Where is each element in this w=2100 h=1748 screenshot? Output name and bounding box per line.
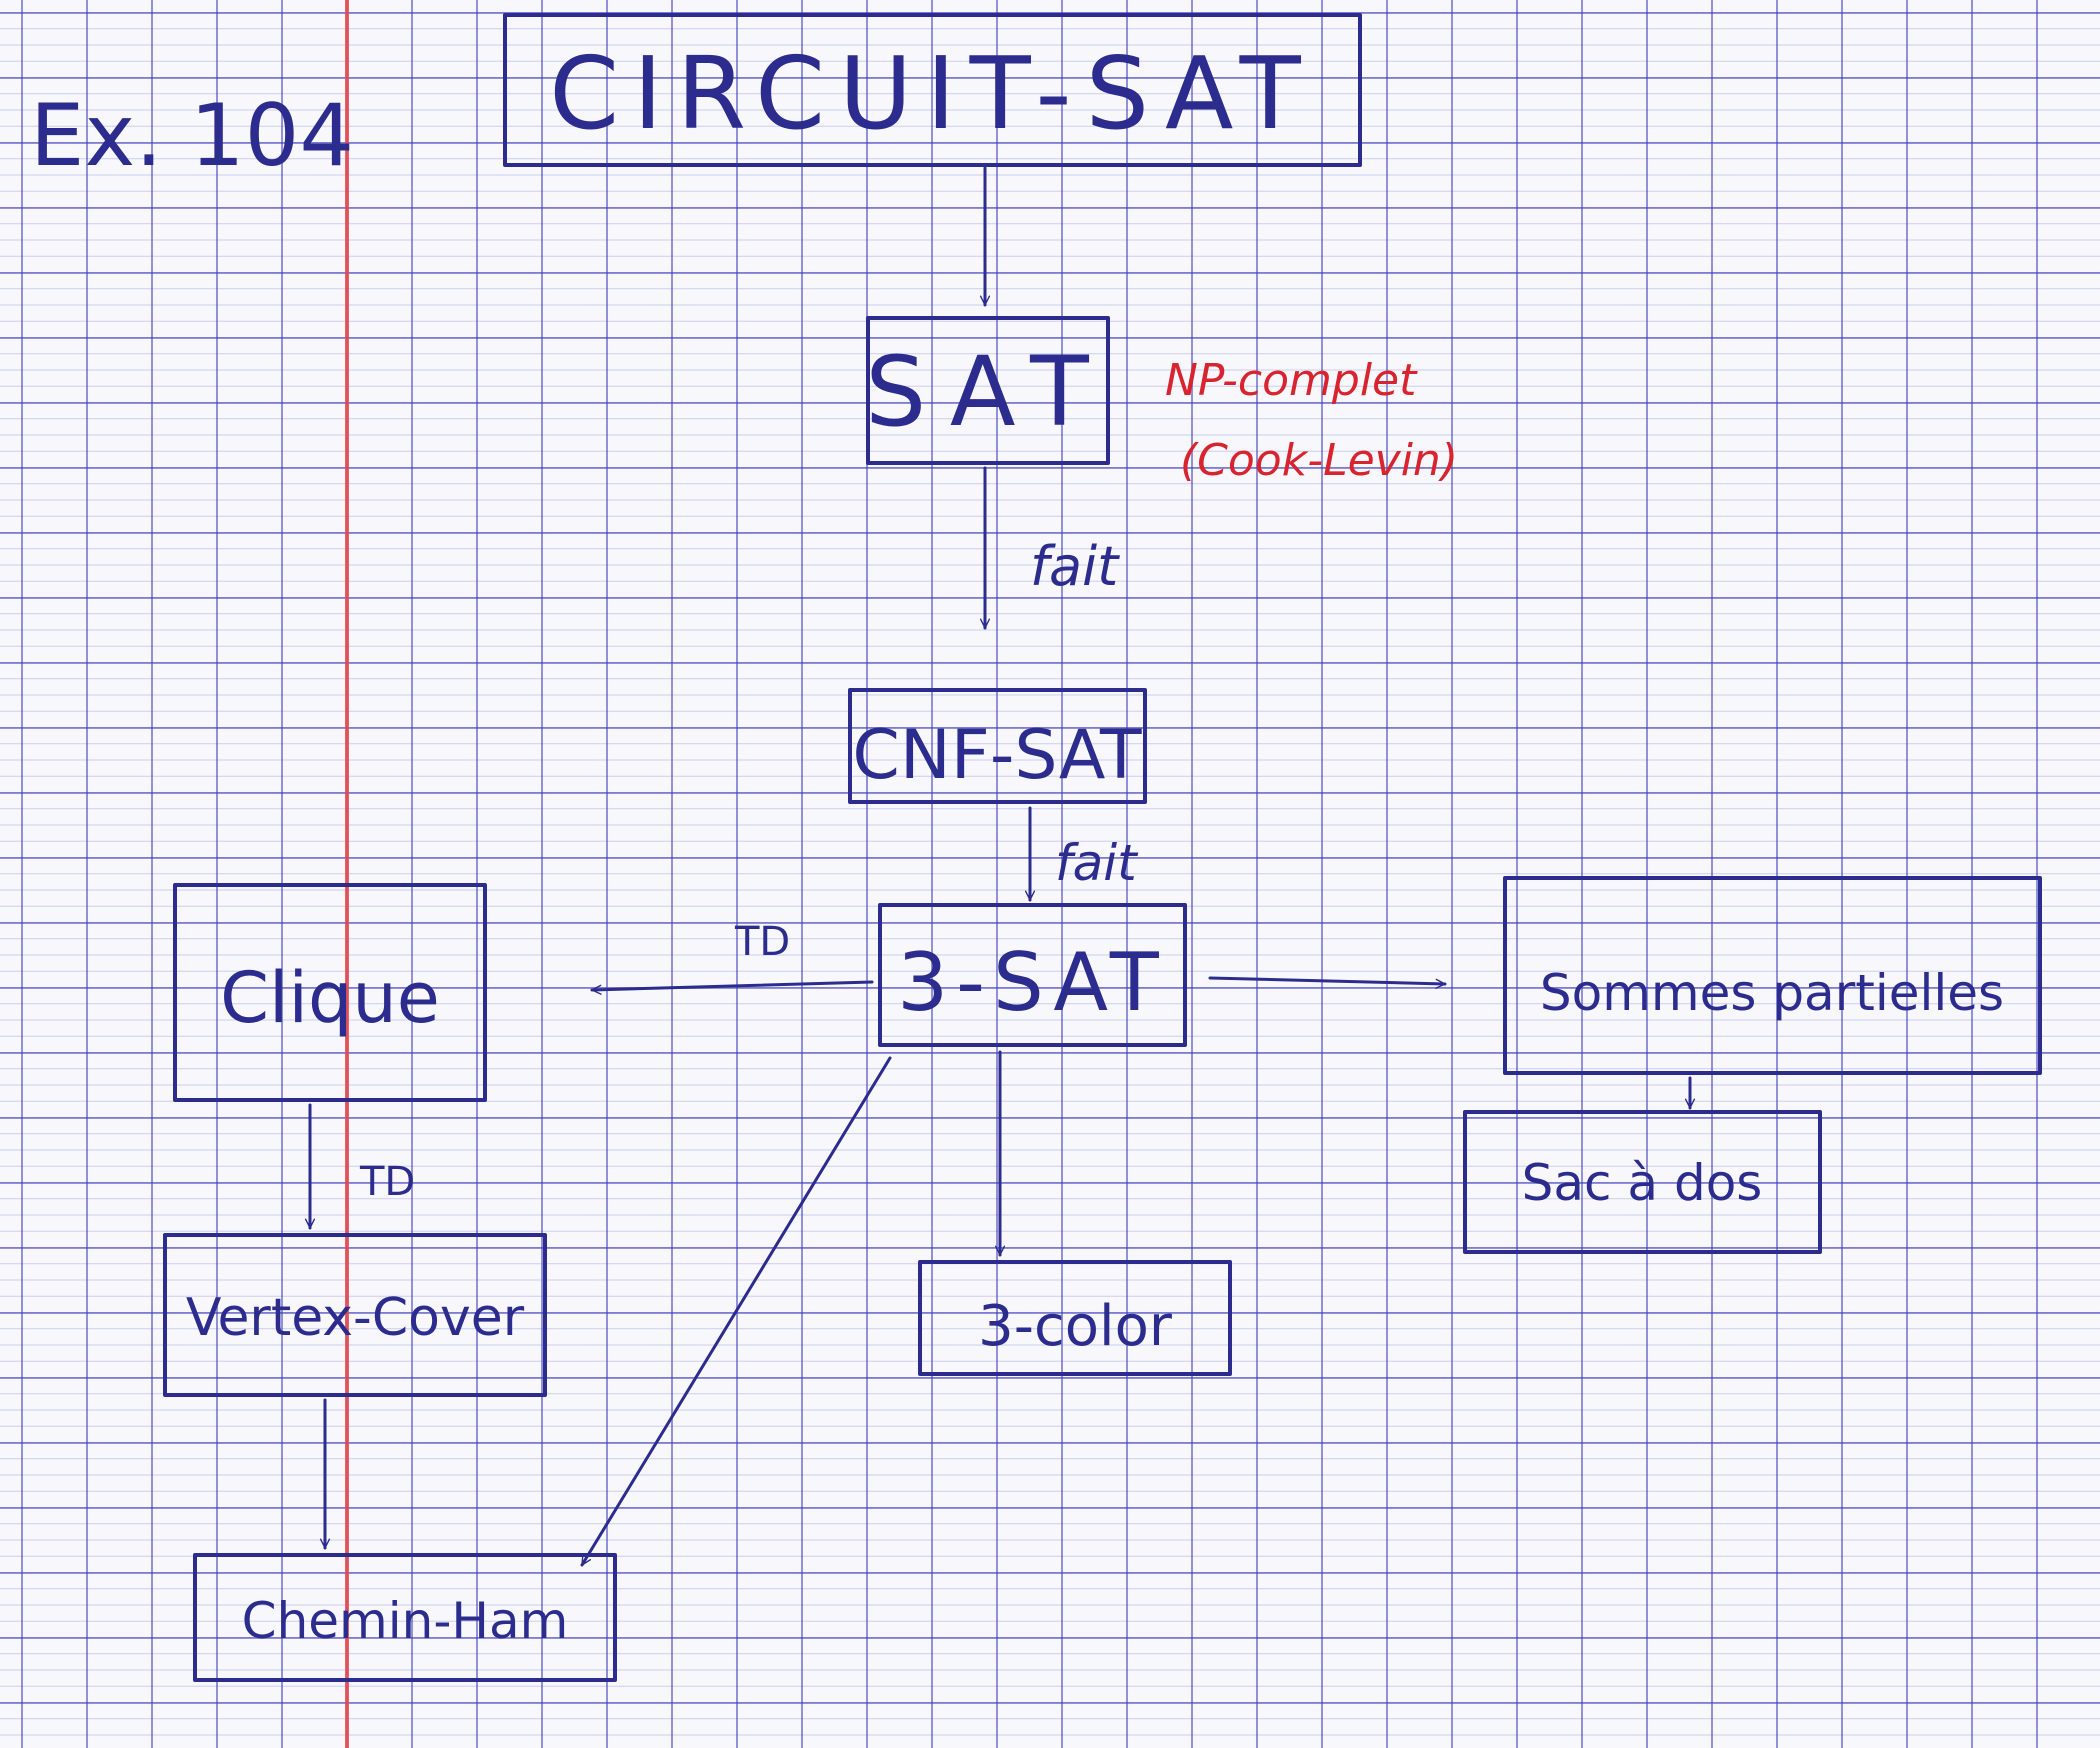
node-sommes-partielles: Sommes partielles bbox=[1503, 876, 2042, 1075]
node-3-sat-box bbox=[878, 903, 1187, 1047]
node-3-color-label: 3-color bbox=[978, 1294, 1173, 1359]
edge-label-clique-to-vertex-cover: TD bbox=[359, 1159, 415, 1205]
node-chemin-ham: Chemin-Ham bbox=[193, 1553, 617, 1682]
node-chemin-ham-box bbox=[193, 1553, 617, 1682]
edge-label-sat-to-cnf: fait bbox=[1030, 535, 1120, 598]
node-circuit-sat-label: CIRCUIT-SAT bbox=[549, 35, 1314, 152]
node-chemin-ham-label: Chemin-Ham bbox=[242, 1592, 569, 1650]
node-3-color: 3-color bbox=[918, 1260, 1232, 1376]
node-vertex-cover-label: Vertex-Cover bbox=[186, 1288, 525, 1348]
node-sat-box bbox=[866, 316, 1110, 465]
node-vertex-cover: Vertex-Cover bbox=[163, 1233, 547, 1397]
node-clique-box bbox=[173, 883, 487, 1102]
node-sac-a-dos-box bbox=[1463, 1110, 1822, 1254]
edge-label-3sat-to-clique: TD bbox=[734, 919, 790, 965]
node-cnf-sat-label: CNF-SAT bbox=[852, 716, 1142, 795]
exercise-label: Ex. 104 bbox=[30, 86, 354, 186]
node-cnf-sat-box bbox=[848, 688, 1147, 804]
node-sat: SAT bbox=[865, 316, 1111, 465]
node-sac-a-dos-label: Sac à dos bbox=[1522, 1154, 1763, 1212]
node-clique: Clique bbox=[173, 883, 487, 1102]
edge-label-cnf-to-3sat: fait bbox=[1055, 834, 1139, 892]
node-3-sat: 3-SAT bbox=[878, 903, 1187, 1047]
node-sac-a-dos: Sac à dos bbox=[1463, 1110, 1822, 1254]
annotation-cook-levin: (Cook-Levin) bbox=[1180, 435, 1458, 486]
node-vertex-cover-box bbox=[163, 1233, 547, 1397]
node-3-sat-label: 3-SAT bbox=[897, 936, 1166, 1029]
node-circuit-sat: CIRCUIT-SAT bbox=[503, 13, 1362, 167]
annotation-np-complet: NP-complet bbox=[1165, 355, 1418, 406]
edge-3-sat-to-clique bbox=[590, 980, 874, 990]
node-sommes-partielles-label: Sommes partielles bbox=[1540, 964, 2004, 1022]
node-sat-label: SAT bbox=[865, 336, 1111, 448]
node-circuit-sat-box bbox=[503, 13, 1362, 167]
node-clique-label: Clique bbox=[220, 957, 440, 1039]
node-3-color-box bbox=[918, 1260, 1232, 1376]
node-cnf-sat: CNF-SAT bbox=[848, 688, 1147, 804]
edge-3-sat-to-sommes-partielles bbox=[1208, 976, 1447, 984]
edge-3-sat-to-chemin-ham bbox=[580, 1056, 892, 1567]
node-sommes-partielles-box bbox=[1503, 876, 2042, 1075]
margin-line bbox=[345, 0, 349, 1748]
